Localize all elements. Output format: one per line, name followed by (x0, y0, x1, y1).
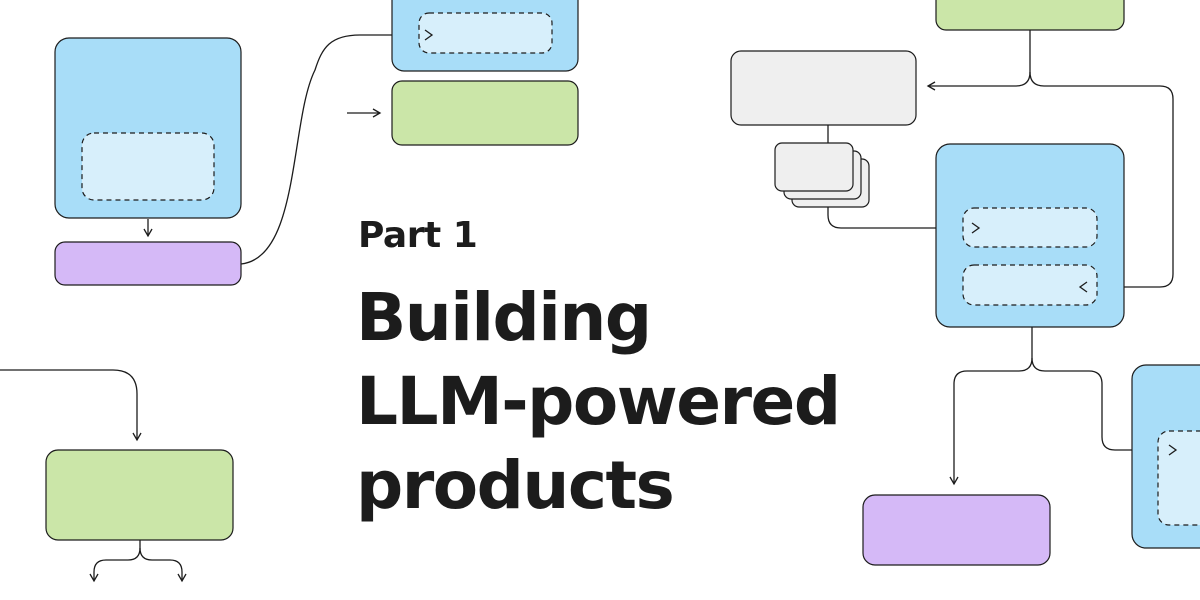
title-line: Building (356, 279, 652, 356)
connector-curve (827, 207, 979, 233)
connector-split (89, 540, 141, 583)
stacked-card (774, 142, 854, 192)
title-line: products (356, 447, 675, 524)
connector-split (1031, 357, 1176, 455)
connector-split (139, 547, 187, 583)
green-block (935, 0, 1125, 31)
green-block (45, 449, 234, 541)
connector-loop (1029, 71, 1174, 292)
purple-block (862, 494, 1051, 566)
dashed-slot (1157, 430, 1200, 526)
dashed-slot (418, 12, 553, 54)
connector-curve (240, 30, 432, 265)
connector-split (949, 327, 1033, 486)
title-line: LLM-powered (356, 363, 841, 440)
gray-block (730, 50, 917, 126)
part-label: Part 1 (358, 215, 478, 256)
dashed-slot (962, 264, 1098, 306)
dashed-slot (81, 132, 215, 201)
purple-block (54, 241, 242, 286)
connector-merge (926, 30, 1031, 91)
green-block (391, 80, 579, 146)
dashed-slot (962, 207, 1098, 248)
connector-curve (0, 369, 142, 442)
page-title: Building LLM-powered products (356, 276, 841, 528)
